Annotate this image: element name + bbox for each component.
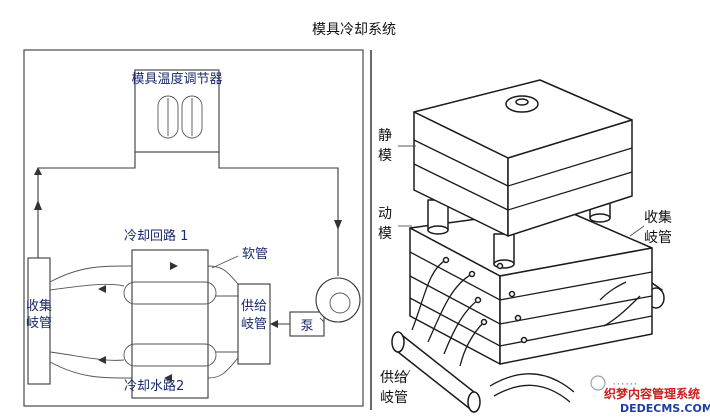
collector-label-2: 岐管 <box>26 316 52 331</box>
supply-line <box>218 152 339 276</box>
hose <box>49 361 133 379</box>
cooling-schematic: 模具温度调节器 收集 岐管 冷却回路 1 冷却水路2 <box>23 49 364 407</box>
pump-label: 泵 <box>300 319 313 334</box>
flow-arrow <box>34 200 42 210</box>
supply-label-1: 供给 <box>241 299 267 314</box>
watermark-line1: 织梦内容管理系统 <box>604 386 700 401</box>
fixed-mold-label-1: 静 <box>378 128 392 144</box>
supply-label-r1: 供给 <box>380 370 408 386</box>
pump: 泵 <box>289 277 361 337</box>
collector-leader <box>629 225 645 237</box>
supply-manifold-pipe <box>391 331 481 413</box>
moving-mold-label-2: 模 <box>378 226 392 242</box>
figure-title: 模具冷却系统 <box>312 22 396 38</box>
bottom-pipe <box>489 373 575 393</box>
mold-illustration: 静 模 动 模 收集 岐管 供给 岐管 <box>378 79 672 413</box>
moving-mold-block <box>409 207 653 365</box>
supply-manifold: 供给 岐管 <box>237 283 271 365</box>
hose <box>49 283 125 291</box>
flow-arrow <box>170 262 178 270</box>
watermark: ⋯⋯ 织梦内容管理系统 DEDECMS.COM <box>590 375 710 415</box>
flow-arrow <box>98 356 106 364</box>
hose <box>207 357 239 379</box>
flow-arrow <box>164 374 172 382</box>
controller-label: 模具温度调节器 <box>131 71 222 87</box>
moving-mold-label-1: 动 <box>378 206 392 222</box>
mold-hoses <box>599 281 627 301</box>
cooling-channel-1 <box>123 281 217 305</box>
mold-hoses <box>411 256 528 367</box>
watermark-faded-text: ⋯⋯ <box>612 377 638 392</box>
temperature-controller: 模具温度调节器 <box>131 69 223 153</box>
hose <box>49 265 133 283</box>
collector-manifold: 收集 岐管 <box>26 257 52 385</box>
fixed-mold-label-2: 模 <box>378 148 392 164</box>
fixed-mold-block <box>413 79 633 237</box>
cooling-channel-2 <box>123 343 217 367</box>
watermark-line2: DEDECMS.COM <box>620 402 710 415</box>
collector-label-r2: 岐管 <box>644 230 672 246</box>
return-line <box>37 152 136 258</box>
flow-arrow <box>270 320 278 328</box>
hose-leader <box>211 255 239 269</box>
mold-block <box>131 249 209 399</box>
flow-arrow <box>98 285 106 293</box>
supply-leader <box>403 369 411 381</box>
collector-label-r1: 收集 <box>644 209 672 226</box>
watermark-logo-icon <box>590 375 606 391</box>
hose <box>207 265 239 285</box>
supply-label-r2: 岐管 <box>380 390 408 406</box>
flow-arrow <box>34 167 42 175</box>
flow-arrow <box>334 220 342 230</box>
supply-label-2: 岐管 <box>241 317 267 332</box>
hose <box>49 351 125 361</box>
hose-label: 软管 <box>242 247 268 262</box>
mold-hoses <box>603 295 641 327</box>
circuit2-label: 冷却水路2 <box>124 378 184 394</box>
schematic-frame <box>23 49 364 407</box>
bottom-pipe <box>493 384 571 403</box>
circuit1-label: 冷却回路 1 <box>124 228 188 244</box>
collector-label-1: 收集 <box>26 298 52 314</box>
